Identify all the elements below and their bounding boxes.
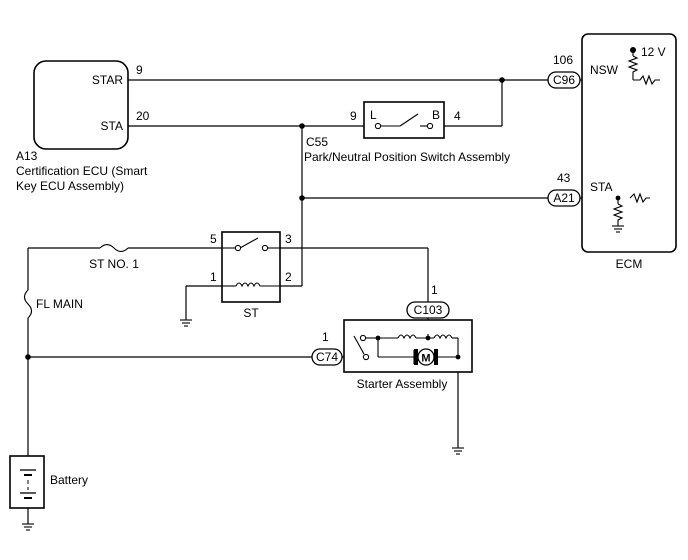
connector-a21 <box>547 189 581 207</box>
connector-c74-label: C74 <box>316 350 338 364</box>
starter-contact-top <box>359 334 367 342</box>
relay-coil-icon <box>235 282 261 288</box>
pnp-contact-l <box>374 122 382 130</box>
battery-box <box>9 455 45 509</box>
junction-nsw <box>499 77 505 83</box>
ecu-terminal-star: STAR <box>92 73 123 87</box>
ecm: ECM NSW STA 12 V C96 106 A21 43 <box>547 33 677 271</box>
ecm-pullup-resistor <box>627 55 639 80</box>
ecm-terminal-sta: STA <box>590 180 612 194</box>
ecu-name-line2: Key ECU Assembly) <box>16 179 124 193</box>
starter-box <box>343 319 473 373</box>
fuse-st-no1-label: ST NO. 1 <box>89 257 139 271</box>
relay-pin1: 1 <box>210 270 217 284</box>
relay-pin5: 5 <box>210 232 217 246</box>
fuse-fl-main-icon <box>23 289 33 319</box>
relay-contact-5 <box>234 244 242 252</box>
relay-contact-3 <box>261 244 269 252</box>
starter-assembly: M C103 1 C74 1 Starter Assembly <box>311 283 473 455</box>
pnp-contact-b <box>426 122 434 130</box>
relay-pin2: 2 <box>285 270 292 284</box>
ecu-pin-star: 9 <box>136 63 143 77</box>
starter-switch-blade <box>353 335 365 355</box>
ecm-pin-sta: 43 <box>557 171 571 185</box>
starter-name: Starter Assembly <box>357 377 448 391</box>
ecu-terminal-sta: STA <box>101 119 123 133</box>
ecm-sta-pulldown <box>612 203 624 226</box>
battery: Battery <box>9 455 88 531</box>
junction-ecm-sta <box>299 195 305 201</box>
starter-pin-top: 1 <box>431 283 438 297</box>
pnp-pin-l: 9 <box>350 109 357 123</box>
ecu-box <box>33 60 129 150</box>
ecm-sta-resistor <box>629 192 650 204</box>
fuses: ST NO. 1 FL MAIN <box>23 243 139 319</box>
junction-sta <box>299 123 305 129</box>
pnp-code: C55 <box>306 135 328 149</box>
relay-blade <box>239 237 259 249</box>
ecm-box <box>581 33 677 253</box>
ecm-terminal-nsw: NSW <box>590 63 619 77</box>
pnp-blade <box>399 113 419 127</box>
pnp-terminal-b: B <box>432 108 440 122</box>
starter-pin-left: 1 <box>322 330 329 344</box>
ecm-voltage: 12 V <box>641 45 666 59</box>
fuse-fl-main-label: FL MAIN <box>36 297 83 311</box>
ecm-name: ECM <box>616 257 643 271</box>
pnp-name: Park/Neutral Position Switch Assembly <box>304 150 510 164</box>
connector-c103-label: C103 <box>414 303 443 317</box>
ecu-code: A13 <box>16 149 38 163</box>
fuse-st-no1-icon <box>99 243 129 253</box>
connector-c74 <box>311 348 343 366</box>
starter-coil-2-icon <box>433 334 453 340</box>
junction-bus <box>25 354 31 360</box>
ecm-pin-nsw: 106 <box>553 53 573 67</box>
relay-name: ST <box>243 306 259 320</box>
wires <box>27 79 632 524</box>
ecm-nsw-resistor <box>633 74 660 86</box>
connector-c96 <box>547 71 581 89</box>
ecu-name-line1: Certification ECU (Smart <box>16 164 148 178</box>
connector-c96-label: C96 <box>553 73 575 87</box>
battery-label: Battery <box>50 473 88 487</box>
motor-m-glyph: M <box>421 353 430 365</box>
st-relay: 5 3 1 2 ST <box>180 231 292 327</box>
pnp-switch: L B 9 4 C55 Park/Neutral Position Switch… <box>304 101 510 164</box>
connector-a21-label: A21 <box>553 191 575 205</box>
pnp-terminal-l: L <box>370 108 377 122</box>
pnp-switch-box <box>363 101 445 139</box>
st-relay-box <box>221 231 281 303</box>
connector-c103 <box>406 301 450 319</box>
relay-pin3: 3 <box>285 232 292 246</box>
ecu-pin-sta: 20 <box>136 109 150 123</box>
starter-contact-bottom <box>362 353 370 361</box>
starter-coil-1-icon <box>397 334 417 340</box>
pnp-pin-b: 4 <box>454 109 461 123</box>
junctions <box>25 77 505 360</box>
certification-ecu: STAR STA 9 20 A13 Certification ECU (Sma… <box>16 60 150 193</box>
